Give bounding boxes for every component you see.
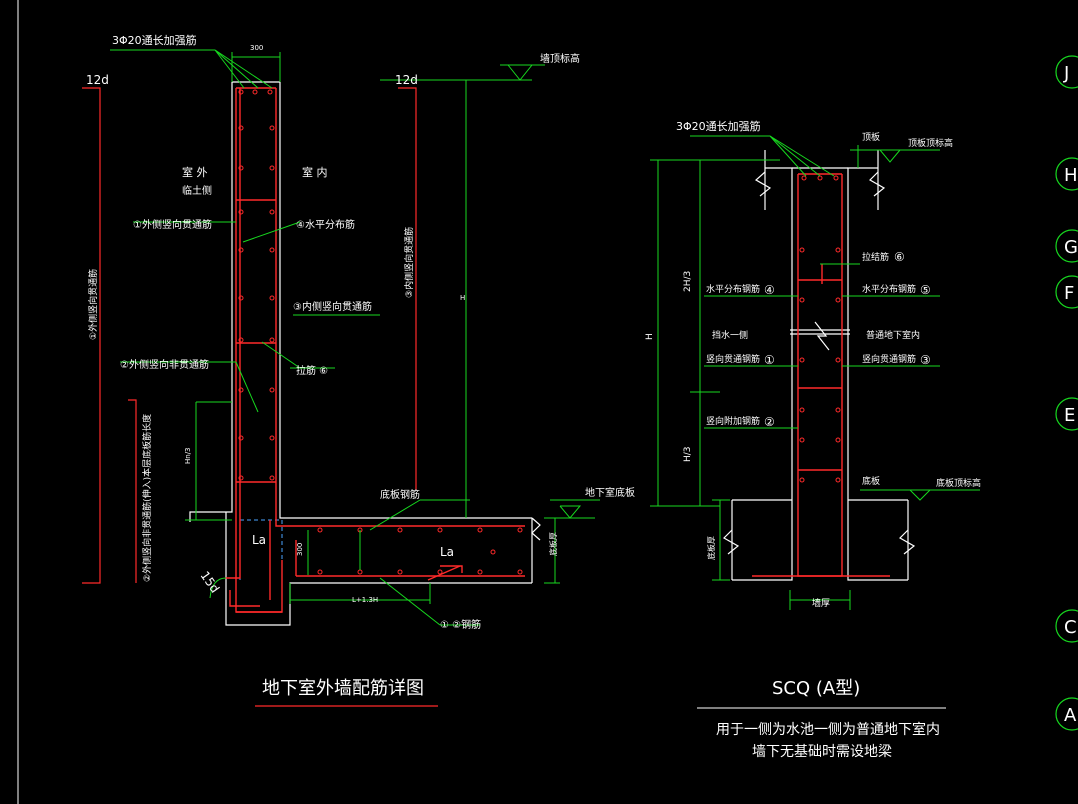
outside-side-text: 室 外	[182, 165, 208, 179]
r-dim-h3: H/3	[683, 446, 693, 462]
vert-bar2-text: ②外侧竖向非贯通筋(伸入)本层底板筋长度	[141, 414, 153, 582]
outside-soil-text: 临土侧	[182, 184, 212, 197]
bar1-label: ①外侧竖向贯通筋	[133, 218, 212, 231]
grid-axis-a-label: A	[1064, 705, 1077, 726]
left-wall-rebar	[225, 87, 525, 613]
right-subtitle-1: 用于一侧为水池一侧为普通地下室内	[716, 721, 940, 738]
vert-bar1-text: ①外侧竖向贯通筋	[87, 269, 99, 340]
r-wall-thk: 墙厚	[812, 597, 830, 609]
r-tie-label: 拉结筋	[862, 251, 889, 263]
r-horiz-right-no: ⑤	[920, 283, 931, 297]
tie5-label: 拉筋 ⑥	[296, 364, 328, 377]
bar2-label: ②外侧竖向非贯通筋	[120, 358, 209, 371]
left-wall-outline	[189, 81, 541, 626]
dim-slab-text: 底板厚	[548, 532, 558, 556]
la2-text: La	[440, 545, 454, 559]
dim-hn-text: Hn/3	[184, 447, 192, 464]
vert-bar3-text: ③内侧竖向贯通筋	[403, 227, 415, 298]
r-vert-right-no: ③	[920, 353, 931, 367]
right-detail-title: SCQ (A型)	[772, 678, 860, 699]
r-basement-side: 普通地下室内	[866, 329, 920, 341]
inside-text: 室 内	[302, 165, 328, 179]
grid-axis-f[interactable]: F	[1055, 275, 1078, 309]
right-detail: 3Φ20通长加强筋 顶板 顶板顶标高 拉结筋 ⑥ 水平分布钢筋 ④ 水平分布钢筋…	[645, 119, 981, 760]
r-top-slab-label: 顶板	[862, 131, 880, 143]
right-subtitle-2: 墙下无基础时需设地梁	[752, 743, 892, 760]
wall-top-elev-label: 墙顶标高	[540, 52, 580, 65]
dim-h-text: H	[460, 294, 465, 302]
grid-axis-g-label: G	[1064, 237, 1078, 258]
grid-axis-e[interactable]: E	[1055, 397, 1078, 431]
left-dimensions	[110, 49, 600, 626]
la1-text: La	[252, 533, 266, 547]
r-top-bars-label: 3Φ20通长加强筋	[676, 119, 761, 133]
r-dim-h: H	[645, 333, 655, 340]
left-rebar-dots	[238, 89, 523, 575]
grid-axis-g[interactable]: G	[1055, 229, 1078, 263]
grid-axis-c-label: C	[1064, 617, 1077, 638]
right-wall-rebar	[752, 173, 890, 577]
top-bars-label: 3Φ20通长加强筋	[112, 33, 197, 47]
dim-bottom-text: L+1.3H	[352, 596, 378, 604]
r-vert-right-label: 竖向贯通钢筋	[862, 353, 916, 365]
r-horiz-right-label: 水平分布钢筋	[862, 283, 916, 295]
grid-axis-a[interactable]: A	[1055, 697, 1078, 731]
grid-axis-f-label: F	[1064, 283, 1074, 304]
r-bottom-slab-label: 底板	[862, 475, 880, 487]
grid-axis-j[interactable]: J	[1055, 55, 1078, 89]
r-tie-no: ⑥	[894, 250, 905, 264]
r-horiz-left-no: ④	[764, 283, 775, 297]
bar4-label: ④水平分布筋	[296, 218, 355, 231]
r-slab-thk: 底板厚	[706, 536, 716, 560]
grid-axis-h[interactable]: H	[1055, 157, 1078, 191]
r-horiz-left-label: 水平分布钢筋	[706, 283, 760, 295]
r-bottom-elev-label: 底板顶标高	[936, 477, 981, 489]
right-dimensions	[650, 135, 980, 610]
dim-300-text: 300	[296, 543, 304, 556]
grid-axis-h-label: H	[1064, 165, 1078, 186]
grid-axis-j-label: J	[1063, 63, 1069, 84]
dev-right-text: 12d	[395, 73, 418, 87]
r-top-elev-label: 顶板顶标高	[908, 137, 953, 149]
left-rebar-extents	[82, 87, 417, 584]
grid-axis-e-label: E	[1064, 405, 1075, 426]
r-water-side: 挡水一侧	[712, 329, 748, 341]
grid-axes: J H G F E C A	[1055, 55, 1078, 731]
left-detail-title: 地下室外墙配筋详图	[262, 678, 424, 699]
dev-left-text: 12d	[86, 73, 109, 87]
r-vert-left-no: ①	[764, 353, 775, 367]
slab-elev-label: 地下室底板	[585, 486, 635, 499]
bottom-callout-text: ① ②钢筋	[440, 618, 481, 631]
wall-top-dim-text: 300	[250, 44, 263, 52]
slab-bars-label: 底板钢筋	[380, 488, 420, 501]
r-add-bar-no: ②	[764, 415, 775, 429]
right-text: 3Φ20通长加强筋 顶板 顶板顶标高 拉结筋 ⑥ 水平分布钢筋 ④ 水平分布钢筋…	[645, 119, 981, 609]
r-vert-left-label: 竖向贯通钢筋	[706, 353, 760, 365]
grid-axis-c[interactable]: C	[1055, 609, 1078, 643]
r-dim-2h3: 2H/3	[683, 271, 693, 292]
bar3-label: ③内侧竖向贯通筋	[293, 300, 372, 313]
r-add-bar-label: 竖向附加钢筋	[706, 415, 760, 427]
right-wall-outline	[723, 150, 916, 581]
